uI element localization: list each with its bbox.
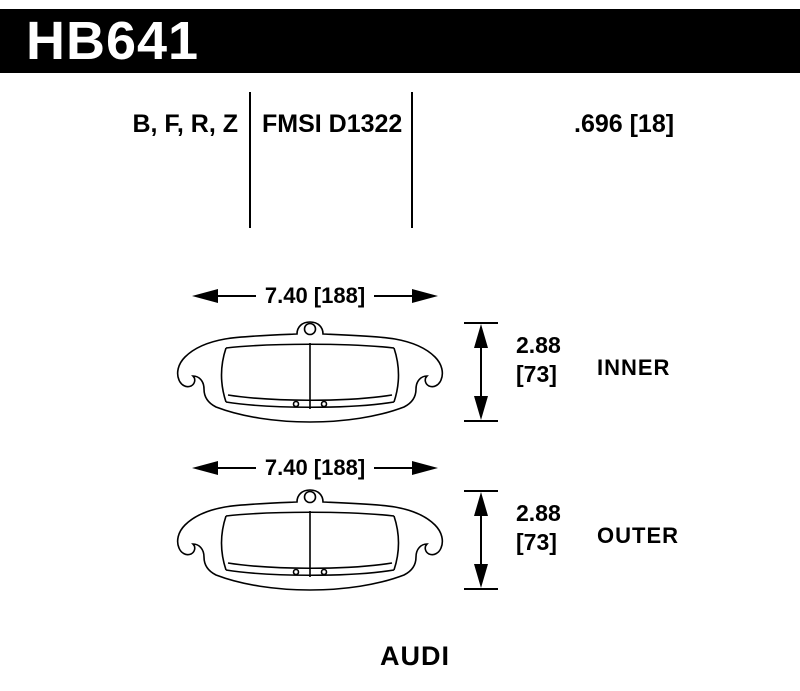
height-dim-bracket: [73]	[516, 529, 557, 555]
dimension-line	[218, 295, 256, 297]
dim-arrow-down-icon	[474, 396, 488, 420]
compound-codes: B, F, R, Z	[132, 110, 238, 138]
dimension-cap	[464, 588, 498, 590]
dim-arrow-right-icon	[412, 461, 439, 475]
dim-arrow-up-icon	[474, 324, 488, 348]
height-dim-label-outer: 2.88 [73]	[516, 499, 561, 557]
height-dim-value: 2.88	[516, 332, 561, 358]
part-number: HB641	[26, 11, 200, 71]
height-dimension-inner	[464, 322, 498, 422]
width-dimension-outer: 7.40 [188]	[192, 455, 439, 481]
dim-arrow-left-icon	[192, 461, 218, 475]
fmsi-number: FMSI D1322	[262, 110, 403, 138]
position-label-outer: OUTER	[597, 523, 679, 548]
dim-arrow-right-icon	[412, 289, 439, 303]
dimension-line	[480, 516, 482, 564]
dim-arrow-up-icon	[474, 492, 488, 516]
dim-arrow-down-icon	[474, 564, 488, 588]
divider-line-2	[411, 92, 413, 228]
dimension-cap	[464, 490, 498, 492]
width-dim-label-outer: 7.40 [188]	[264, 455, 366, 480]
dimension-cap	[464, 322, 498, 324]
pad-thickness: .696 [18]	[574, 110, 675, 138]
divider-line-1	[249, 92, 251, 228]
header-bar: HB641	[0, 9, 800, 73]
brake-pad-drawing-inner	[176, 321, 444, 423]
height-dim-bracket: [73]	[516, 361, 557, 387]
position-label-inner: INNER	[597, 355, 671, 380]
width-dimension-inner: 7.40 [188]	[192, 283, 439, 309]
dimension-line	[218, 467, 256, 469]
height-dim-label-inner: 2.88 [73]	[516, 331, 561, 389]
dimension-line	[480, 348, 482, 396]
brake-pad-drawing-outer	[176, 489, 444, 591]
height-dim-value: 2.88	[516, 500, 561, 526]
dimension-cap	[464, 420, 498, 422]
height-dimension-outer	[464, 490, 498, 590]
dimension-line	[374, 467, 413, 469]
vehicle-make-label: AUDI	[380, 641, 450, 671]
width-dim-label-inner: 7.40 [188]	[264, 283, 366, 308]
dimension-line	[374, 295, 413, 297]
dim-arrow-left-icon	[192, 289, 218, 303]
